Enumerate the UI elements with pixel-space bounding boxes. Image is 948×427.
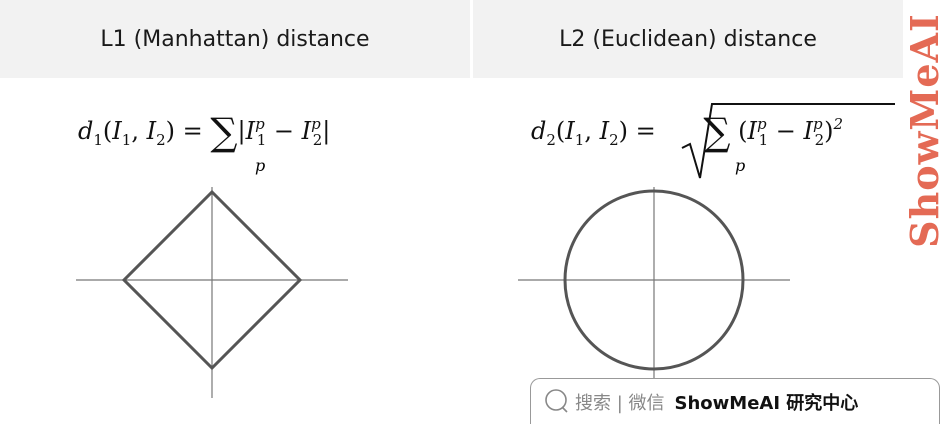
search-badge[interactable]: 搜索 | 微信 ShowMeAI 研究中心 [530, 378, 940, 424]
search-icon [543, 387, 569, 417]
right-panel-title: L2 (Euclidean) distance [473, 0, 903, 78]
l2-unit-circle [563, 189, 745, 371]
sqrt-sign [681, 103, 895, 179]
search-placeholder: 搜索 | 微信 [575, 392, 665, 414]
l2-sum-index: p [735, 156, 746, 175]
left-panel-title: L1 (Manhattan) distance [0, 0, 470, 78]
l1-formula: d1(I1, I2) = ∑|Ip1 − Ip2| [78, 110, 331, 154]
l1-unit-diamond [121, 189, 303, 371]
brand-label: ShowMeAI 研究中心 [674, 392, 859, 414]
watermark: ShowMeAI [901, 12, 947, 248]
l1-sum-index: p [255, 156, 266, 175]
l2-formula: d2(I1, I2) = ∑ (Ip1 − Ip2)2 [531, 110, 844, 154]
